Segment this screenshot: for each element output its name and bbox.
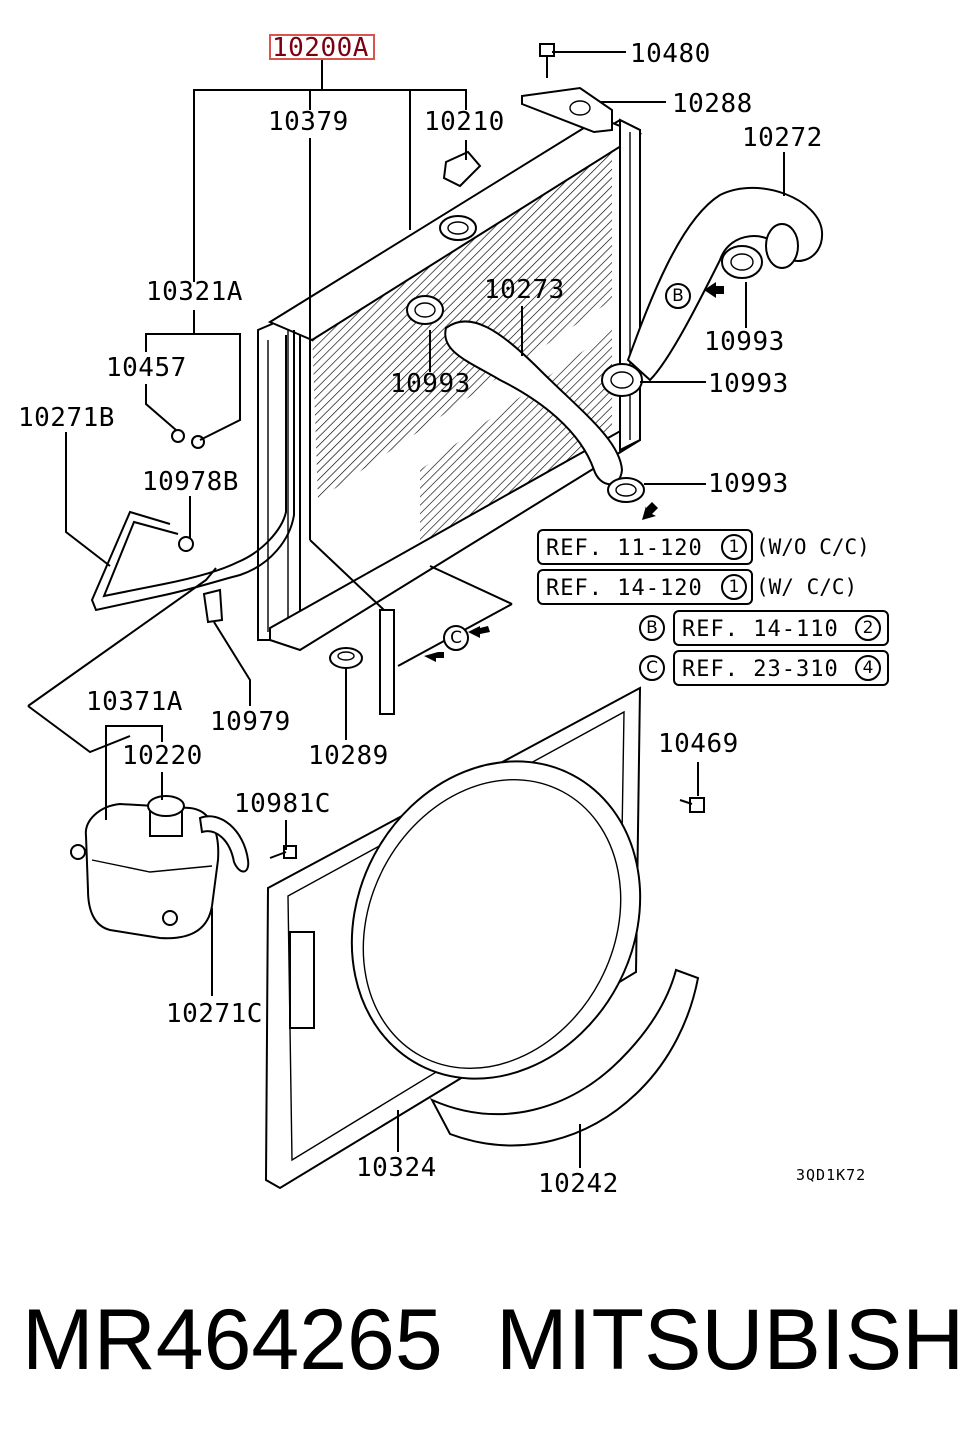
part-number: MR464265 xyxy=(22,1292,443,1388)
bolt-10981C xyxy=(269,845,297,859)
label-10210[interactable]: 10210 xyxy=(424,107,505,137)
label-10993-a[interactable]: 10993 xyxy=(704,327,785,357)
radiator-drawing xyxy=(257,116,643,652)
bracket-10288 xyxy=(521,86,613,134)
label-10242[interactable]: 10242 xyxy=(538,1169,619,1199)
svg-text:(W/O C/C): (W/O C/C) xyxy=(756,535,870,559)
cap-10210 xyxy=(442,150,482,188)
label-10993-d[interactable]: 10993 xyxy=(708,469,789,499)
clamp-10993-b xyxy=(721,245,763,279)
svg-text:4: 4 xyxy=(863,658,874,678)
svg-text:2: 2 xyxy=(863,618,874,638)
footer: MR464265 MITSUBISHI xyxy=(0,1285,960,1395)
label-10271C[interactable]: 10271C xyxy=(166,999,263,1029)
fitting-10457 xyxy=(171,429,205,449)
svg-text:(W/ C/C): (W/ C/C) xyxy=(756,575,857,599)
label-10981C[interactable]: 10981C xyxy=(234,789,331,819)
ref-box-1[interactable]: REF. 11-120 1 (W/O C/C) xyxy=(537,529,870,565)
label-10220[interactable]: 10220 xyxy=(122,741,203,771)
bracket-10979 xyxy=(202,588,224,624)
fan-shroud-10324 xyxy=(264,686,642,1190)
highlight-box xyxy=(269,34,375,60)
ref-box-4[interactable]: C REF. 23-310 4 xyxy=(639,650,889,686)
hose-10271C xyxy=(198,815,250,873)
label-10480[interactable]: 10480 xyxy=(630,39,711,69)
label-10289[interactable]: 10289 xyxy=(308,741,389,771)
svg-text:1: 1 xyxy=(729,537,740,557)
marker-b: B xyxy=(665,283,691,309)
label-10979[interactable]: 10979 xyxy=(210,707,291,737)
label-10271B[interactable]: 10271B xyxy=(18,403,115,433)
svg-text:C: C xyxy=(450,628,462,648)
ref-box-3[interactable]: B REF. 14-110 2 xyxy=(639,610,889,646)
flow-arrows xyxy=(424,282,724,662)
label-10288[interactable]: 10288 xyxy=(672,89,753,119)
label-10324[interactable]: 10324 xyxy=(356,1153,437,1183)
bolt-10469 xyxy=(679,797,705,813)
label-10273[interactable]: 10273 xyxy=(484,275,565,305)
svg-text:B: B xyxy=(646,618,658,638)
hose-10271B xyxy=(90,330,295,612)
grommet-10289 xyxy=(329,647,363,669)
diagram-code: 3QD1K72 xyxy=(796,1166,866,1184)
label-10469[interactable]: 10469 xyxy=(658,729,739,759)
svg-text:REF. 11-120: REF. 11-120 xyxy=(546,536,703,561)
svg-text:C: C xyxy=(646,658,658,678)
label-10200A[interactable]: 10200A xyxy=(272,33,369,63)
label-10457[interactable]: 10457 xyxy=(106,353,187,383)
leader-lines xyxy=(27,51,785,1168)
label-10978B[interactable]: 10978B xyxy=(142,467,239,497)
brand-name: MITSUBISHI xyxy=(496,1292,960,1388)
label-10993-b[interactable]: 10993 xyxy=(390,369,471,399)
bolt-10480 xyxy=(539,43,555,78)
reservoir-tank-10371A xyxy=(70,795,220,940)
svg-text:1: 1 xyxy=(729,577,740,597)
svg-text:REF. 23-310: REF. 23-310 xyxy=(682,657,839,682)
label-10993-c[interactable]: 10993 xyxy=(708,369,789,399)
label-10379[interactable]: 10379 xyxy=(268,107,349,137)
label-10321A[interactable]: 10321A xyxy=(146,277,243,307)
svg-text:REF. 14-120: REF. 14-120 xyxy=(546,576,703,601)
lower-shroud-10242 xyxy=(429,968,700,1147)
ref-box-2[interactable]: REF. 14-120 1 (W/ C/C) xyxy=(537,569,857,605)
clip-10978B xyxy=(178,536,194,552)
clamp-10993-d xyxy=(607,477,645,503)
label-10371A[interactable]: 10371A xyxy=(86,687,183,717)
parts-diagram: B C 10200A 10480 10288 10272 10379 10210… xyxy=(18,33,889,1199)
label-10272[interactable]: 10272 xyxy=(742,123,823,153)
drain-pipe xyxy=(379,609,395,715)
svg-text:B: B xyxy=(672,286,684,306)
svg-text:REF. 14-110: REF. 14-110 xyxy=(682,617,839,642)
clamp-10993-c xyxy=(601,363,643,397)
marker-c: C xyxy=(443,625,469,651)
clamp-10993-a xyxy=(406,295,444,325)
